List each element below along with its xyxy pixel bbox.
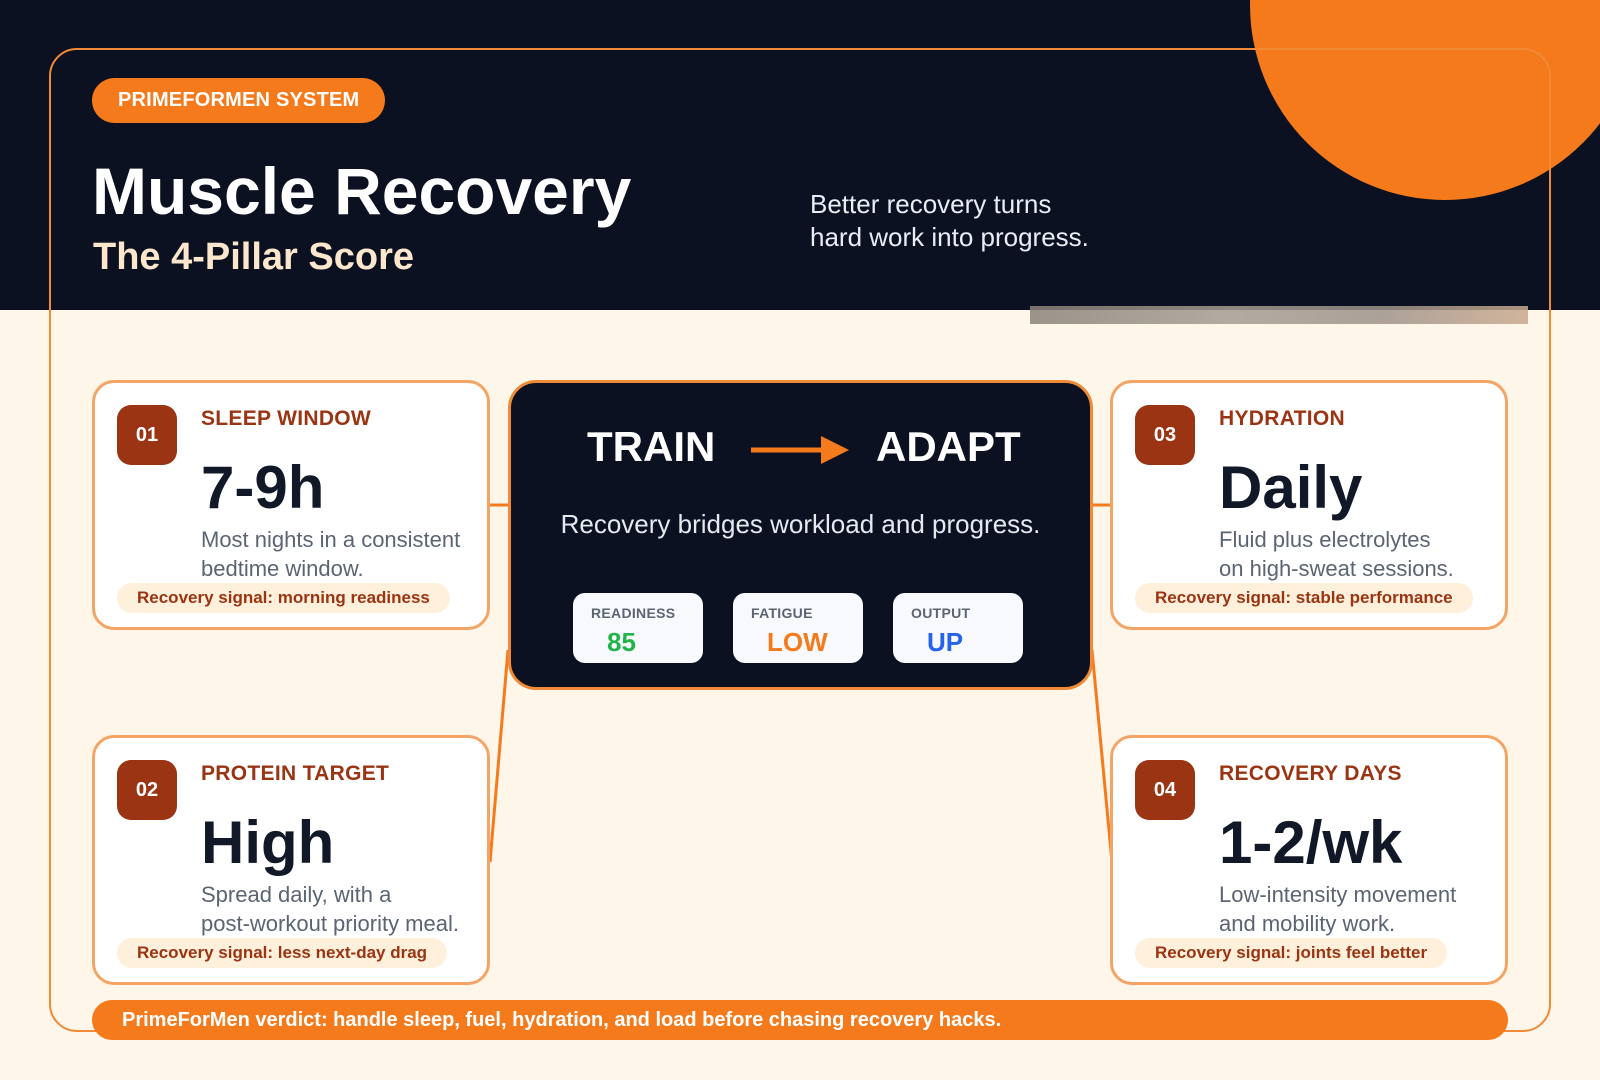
pillar-card-protein: 02 PROTEIN TARGET High Spread daily, wit… [92,735,490,985]
metric-readiness: READINESS 85 [573,593,703,663]
pillar-value: 1-2/wk [1219,809,1403,876]
metric-label: OUTPUT [911,605,971,621]
recovery-signal: Recovery signal: stable performance [1135,583,1473,613]
metric-label: FATIGUE [751,605,813,621]
description-line-1: Fluid plus electrolytes [1219,527,1431,552]
pillar-number: 04 [1135,760,1195,820]
metric-value: LOW [767,627,828,657]
metric-value: 85 [607,627,636,657]
pillar-label: RECOVERY DAYS [1219,762,1402,785]
pillar-label: SLEEP WINDOW [201,407,372,430]
system-tag: PRIMEFORMEN SYSTEM [92,78,386,123]
header-tagline: Better recovery turns hard work into pro… [810,188,1089,254]
pillar-number: 02 [117,760,177,820]
pillar-value: 7-9h [201,454,325,521]
page-subtitle: The 4-Pillar Score [93,236,415,278]
train-label: TRAIN [587,423,716,470]
page-title: Muscle Recovery [92,154,632,228]
pillar-card-sleep: 01 SLEEP WINDOW 7-9h Most nights in a co… [92,380,490,630]
pillar-card-hydration: 03 HYDRATION Daily Fluid plus electrolyt… [1110,380,1508,630]
recovery-signal: Recovery signal: joints feel better [1135,938,1448,968]
verdict-banner: PrimeForMen verdict: handle sleep, fuel,… [92,1000,1508,1040]
description-line-2: and mobility work. [1219,911,1396,936]
description-line-2: on high-sweat sessions. [1219,556,1454,581]
description-line-1: Spread daily, with a [201,882,392,907]
pillar-card-recovery-days: 04 RECOVERY DAYS 1-2/wk Low-intensity mo… [1110,735,1508,985]
adapt-label: ADAPT [876,423,1021,470]
metric-output: OUTPUT UP [893,593,1023,663]
metric-fatigue: FATIGUE LOW [733,593,863,663]
description-line-2: bedtime window. [201,556,364,581]
pillar-value: High [201,809,335,876]
recovery-signal: Recovery signal: less next-day drag [117,938,448,968]
metric-value: UP [927,627,964,657]
pillar-value: Daily [1219,454,1363,521]
center-caption: Recovery bridges workload and progress. [560,509,1041,539]
header-photo-strip [1030,306,1528,324]
pillar-label: HYDRATION [1219,407,1345,430]
description-line-1: Low-intensity movement [1219,882,1457,907]
description-line-2: post-workout priority meal. [201,911,459,936]
train-adapt-panel: TRAIN ADAPT Recovery bridges workload an… [508,380,1093,690]
recovery-signal: Recovery signal: morning readiness [117,583,450,613]
pillar-description: Spread daily, with a post-workout priori… [201,880,491,938]
pillar-description: Most nights in a consistent bedtime wind… [201,525,491,583]
tagline-line-1: Better recovery turns [810,189,1052,219]
description-line-1: Most nights in a consistent [201,527,461,552]
tagline-line-2: hard work into progress. [810,222,1089,252]
pillar-description: Low-intensity movement and mobility work… [1219,880,1509,938]
arrow-right-icon [751,436,849,464]
pillar-description: Fluid plus electrolytes on high-sweat se… [1219,525,1509,583]
pillar-number: 03 [1135,405,1195,465]
metric-label: READINESS [591,605,676,621]
pillar-label: PROTEIN TARGET [201,762,390,785]
pillar-number: 01 [117,405,177,465]
